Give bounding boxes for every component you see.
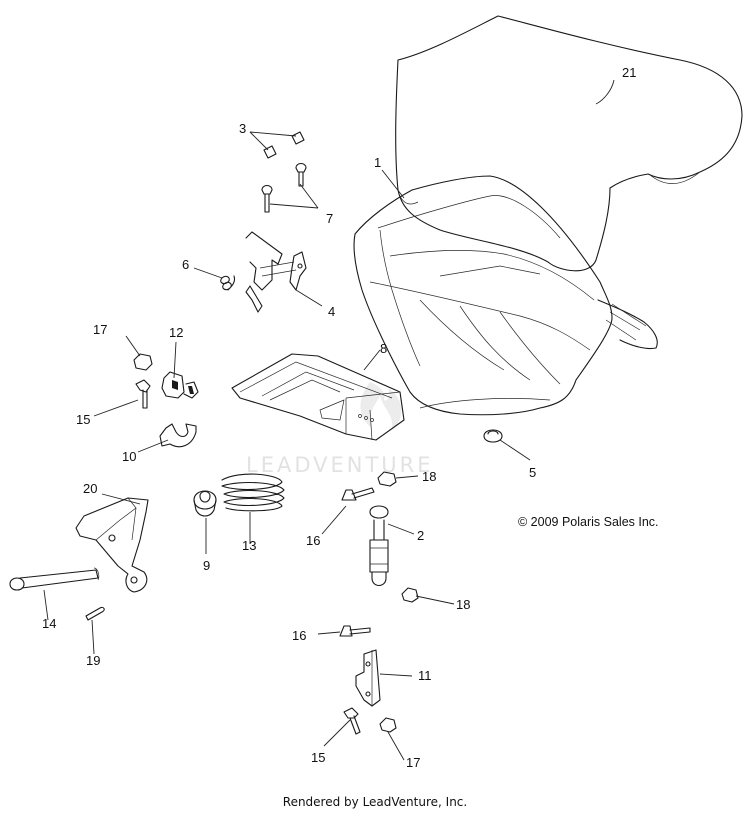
lock-nut-lower-part: [401, 587, 419, 603]
callout-16-bottom: 16: [292, 628, 306, 643]
watermark-text: LEADVENTURE: [246, 453, 434, 477]
pivot-pin-part: [9, 567, 100, 591]
callout-9: 9: [203, 558, 210, 573]
callout-20: 20: [83, 481, 97, 496]
mount-bracket-part: [159, 423, 197, 448]
nut-lower-part: [379, 717, 397, 733]
callout-10: 10: [122, 449, 136, 464]
callout-11: 11: [418, 668, 432, 683]
shock-bolt-part: [341, 487, 375, 501]
clamp-part: [161, 371, 199, 399]
callout-18-bottom: 18: [456, 597, 470, 612]
callout-18-top: 18: [422, 469, 436, 484]
callout-17-top: 17: [93, 322, 107, 337]
callout-4: 4: [328, 304, 335, 319]
callout-15-bottom: 15: [311, 750, 325, 765]
callout-21: 21: [622, 65, 636, 80]
callout-6: 6: [182, 257, 189, 272]
latch-tray-part: [231, 353, 405, 441]
callout-8: 8: [380, 341, 387, 356]
pivot-bracket-part: [75, 497, 149, 593]
footer-credit: Rendered by LeadVenture, Inc.: [282, 795, 468, 809]
callout-5: 5: [529, 465, 536, 480]
callout-2: 2: [417, 528, 424, 543]
cotter-pin-part: [85, 606, 105, 621]
callout-7: 7: [326, 211, 333, 226]
seat-base-part: [353, 175, 658, 416]
callout-15-top: 15: [76, 412, 90, 427]
shock-mount-part: [355, 649, 381, 707]
bushing-part: [193, 490, 217, 517]
callout-14: 14: [42, 616, 56, 631]
bolt-part: [135, 379, 151, 409]
callout-labels: 21 1 3 7 6 4 8 12 17 15 10 5 18 20 9 13 …: [42, 65, 636, 770]
callout-1: 1: [374, 155, 381, 170]
callout-13: 13: [242, 538, 256, 553]
coil-spring-part: [221, 473, 285, 512]
copyright-notice: © 2009 Polaris Sales Inc.: [518, 515, 659, 529]
callout-12: 12: [169, 325, 183, 340]
nut-part: [133, 353, 153, 371]
callout-19: 19: [86, 653, 100, 668]
seat-cover-part: [395, 15, 743, 272]
callout-3: 3: [239, 121, 246, 136]
leadventure-watermark: LEADVENTURE: [246, 382, 434, 477]
leader-lines: [43, 79, 615, 761]
small-spring-part: [220, 275, 236, 291]
shock-bolt-lower-part: [339, 625, 371, 637]
pin-part: [263, 131, 305, 159]
bolt-lower-part: [343, 707, 361, 735]
rivet-part: [261, 162, 307, 213]
callout-17-bottom: 17: [406, 755, 420, 770]
callout-16-top: 16: [306, 533, 320, 548]
lock-nut-part: [377, 471, 397, 487]
grommet-part: [483, 429, 503, 443]
shock-absorber-part: [369, 505, 389, 587]
latch-assembly-part: [245, 231, 307, 313]
